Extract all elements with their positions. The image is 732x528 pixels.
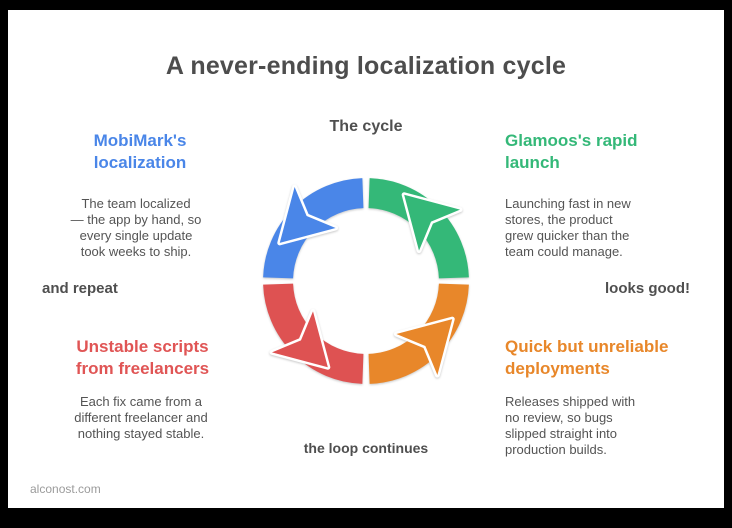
body-bottom-left: Each fix came from a different freelance… xyxy=(74,394,208,441)
heading-bottom-left: Unstable scripts from freelancers xyxy=(75,337,210,378)
cycle-arrow-green xyxy=(368,178,469,279)
heading-bottom-right: Quick but unreliable deployments xyxy=(505,337,669,378)
body-top-left: The team localized — the app by hand, so… xyxy=(70,196,202,259)
arrowhead-green xyxy=(401,192,463,254)
body-bottom-right: Releases shipped with no review, so bugs… xyxy=(505,394,636,457)
cycle-bottom-label: the loop continues xyxy=(303,440,429,456)
cycle-diagram xyxy=(263,178,469,384)
footer-credit: alconost.com xyxy=(30,482,101,496)
cycle-left-label: and repeat xyxy=(42,280,118,297)
heading-top-left: MobiMark's localization xyxy=(93,131,187,172)
cycle-arrow-orange xyxy=(368,283,469,384)
arrowhead-blue xyxy=(277,184,339,246)
heading-top-right: Glamoos's rapid launch xyxy=(505,131,638,172)
cycle-top-label: The cycle xyxy=(329,118,403,135)
cycle-arrow-blue xyxy=(263,178,364,279)
page-title: A never-ending localization cycle xyxy=(165,52,567,80)
body-top-right: Launching fast in new stores, the produc… xyxy=(505,196,631,259)
diagram-canvas: A never-ending localization cycle The cy… xyxy=(8,10,724,508)
cycle-arrow-red xyxy=(263,283,364,384)
cycle-right-label: looks good! xyxy=(605,280,690,297)
arrowhead-orange xyxy=(393,316,455,378)
arrowhead-red xyxy=(269,308,331,370)
